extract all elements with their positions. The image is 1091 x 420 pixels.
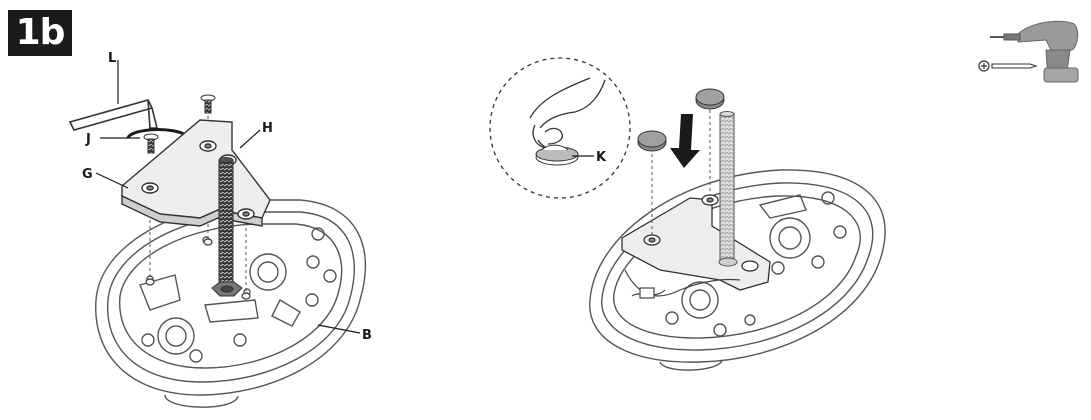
left-leader-lines [95,60,361,334]
bolt-j [143,133,159,154]
label-b: B [362,328,372,343]
power-drill-icon [990,20,1079,83]
label-j: J [85,132,91,147]
hex-key-l [68,99,159,131]
cover-disc-left [637,130,667,152]
label-h: H [262,121,273,136]
detail-magnifier-circle [489,57,631,199]
mounting-holes [145,238,251,300]
right-assembly: K [489,57,886,371]
adhesive-disc-k [535,144,579,166]
bolt-top [200,94,216,114]
label-g: G [82,167,93,182]
installed-plate [621,194,771,291]
down-arrow-icon [670,114,700,168]
base-housing-b [95,199,367,408]
phillips-screwdriver-bit-icon [978,60,1038,72]
step-number-badge: 1b [8,10,72,56]
left-assembly: L J G H B [68,51,372,408]
label-k: K [596,150,607,165]
threaded-rod-installed [718,111,738,267]
wiring [624,269,741,299]
right-guide-lines [651,104,711,235]
label-l: L [108,51,116,66]
cover-disc-right [695,88,725,110]
threaded-rod-h [218,157,234,289]
hex-nut [211,281,243,297]
